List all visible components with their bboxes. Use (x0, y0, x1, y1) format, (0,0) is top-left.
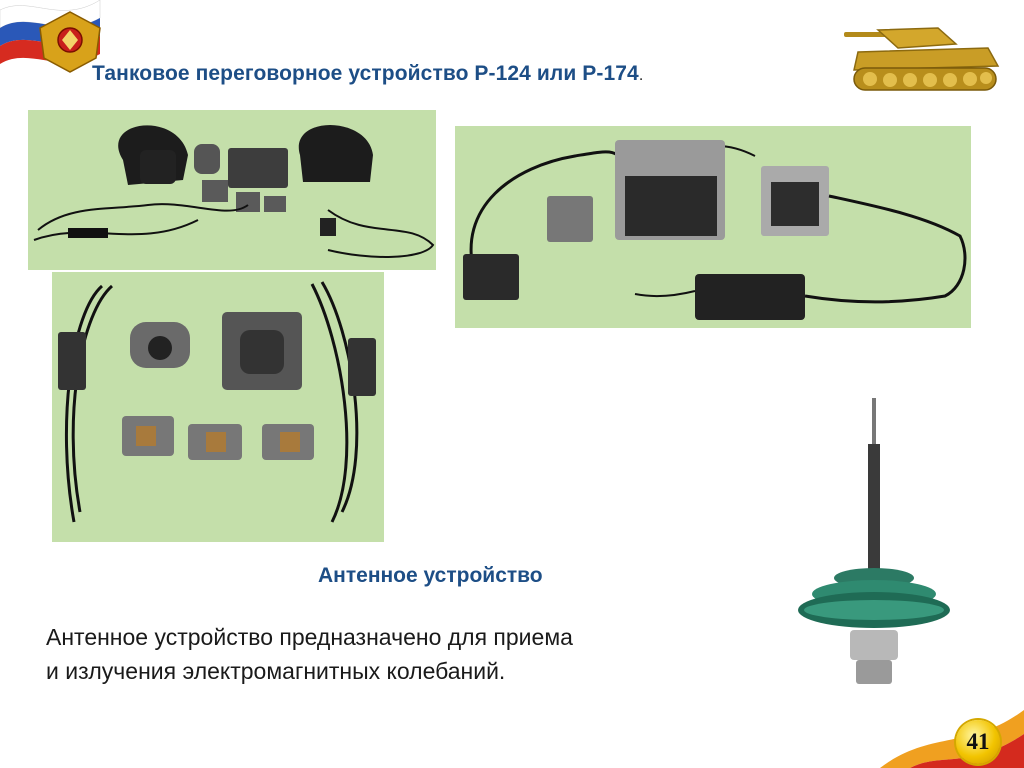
body-line-2: и излучения электромагнитных колебаний. (46, 658, 506, 684)
flag-ribbon-decoration (880, 690, 1024, 768)
page-number-badge: 41 (956, 720, 1000, 764)
body-paragraph: Антенное устройство предназначено для пр… (46, 620, 726, 688)
slide-title-period: . (638, 67, 644, 84)
slide-title: Танковое переговорное устройство Р-124 и… (92, 62, 643, 86)
connectors-photo (52, 272, 384, 542)
section-subheading: Антенное устройство (318, 564, 543, 587)
army-emblem (0, 0, 140, 90)
antenna-photo (786, 398, 964, 694)
tank-badge-icon (838, 22, 1008, 102)
control-boxes-photo (455, 126, 971, 328)
slide-title-text: Танковое переговорное устройство Р-124 и… (92, 62, 639, 85)
body-line-1: Антенное устройство предназначено для пр… (46, 624, 573, 650)
headsets-photo (28, 110, 436, 270)
